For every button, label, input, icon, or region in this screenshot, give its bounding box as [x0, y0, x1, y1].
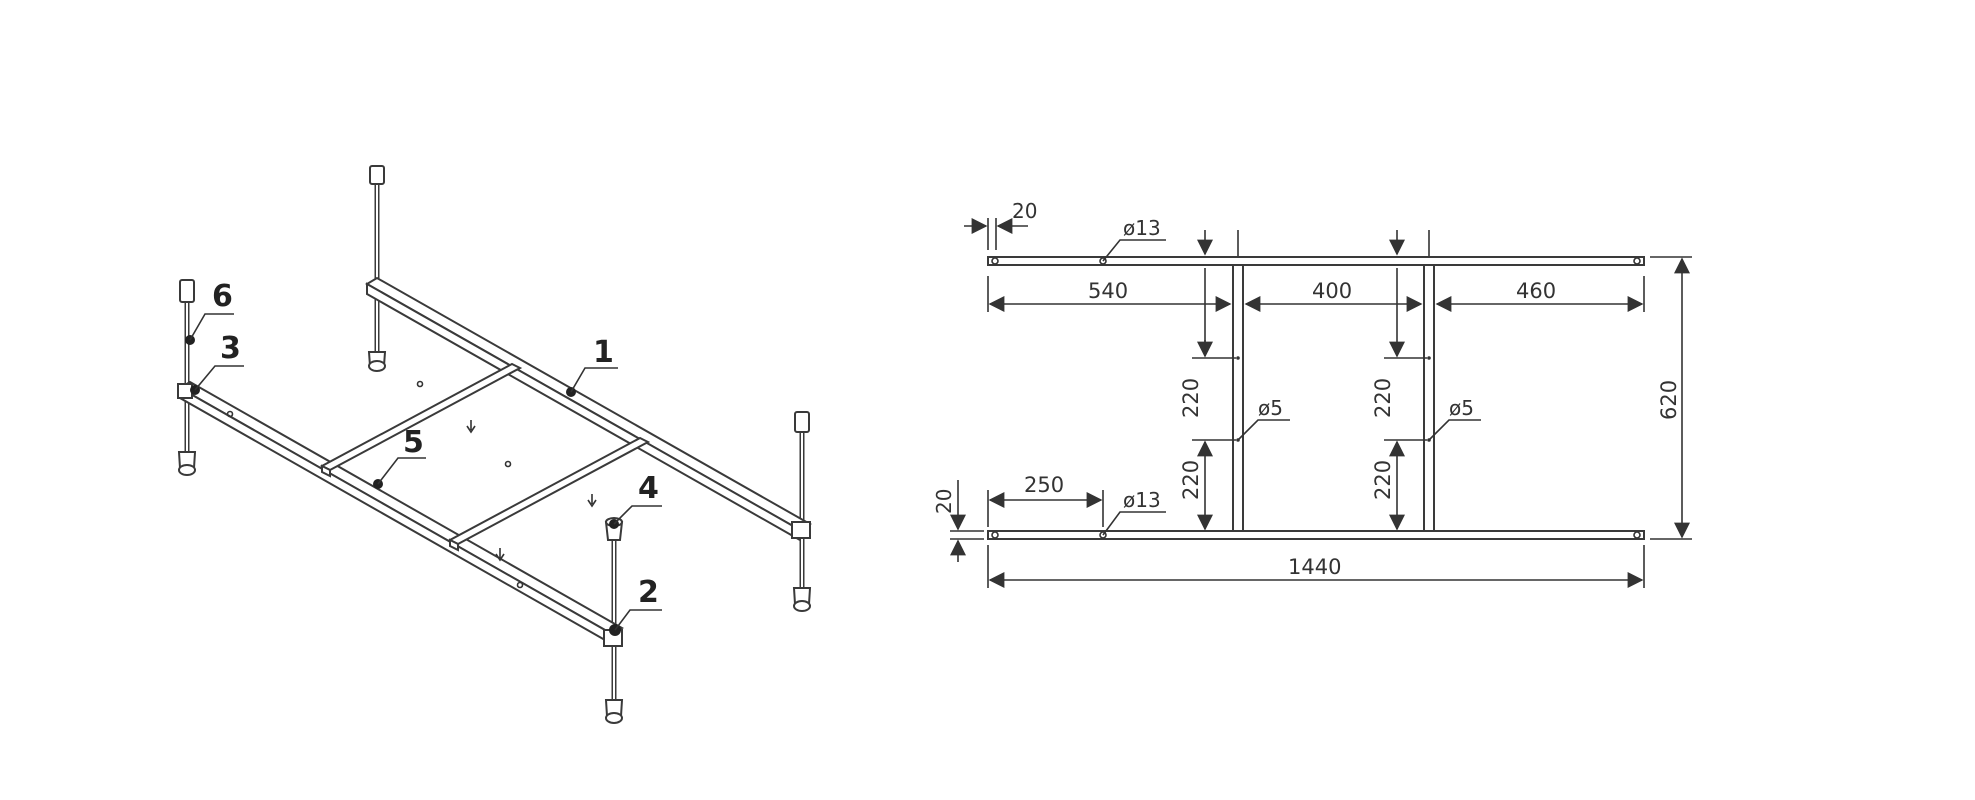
beam-back — [365, 276, 812, 542]
crossbar-left — [319, 362, 523, 478]
dim-total-length: 1440 — [1288, 555, 1341, 579]
dim-left-upper-220: 220 — [1179, 378, 1203, 418]
dim-edge-offset-top: 20 — [1012, 199, 1037, 223]
callout-1: 1 — [593, 335, 614, 370]
leg-back-right — [792, 411, 812, 612]
callout-4: 4 — [638, 471, 659, 506]
dim-seg-left: 540 — [1088, 279, 1128, 303]
dim-left-lower-220: 220 — [1179, 460, 1203, 500]
leader-lines — [189, 313, 662, 631]
dim-hole-right-crossbar: ø5 — [1449, 396, 1474, 420]
callout-3: 3 — [220, 331, 241, 366]
dimension-lines — [950, 218, 1692, 588]
leg-back-left — [367, 165, 387, 372]
beam-front — [177, 380, 624, 647]
dim-seg-right: 460 — [1516, 279, 1556, 303]
callout-5: 5 — [403, 425, 424, 460]
dim-total-height: 620 — [1657, 380, 1681, 420]
rail-top — [987, 256, 1645, 266]
dim-seg-middle: 400 — [1312, 279, 1352, 303]
leg-front-left — [177, 279, 197, 476]
dim-edge-offset-side: 20 — [932, 489, 956, 514]
plan-crossbar-left — [1232, 264, 1244, 532]
crossbar-right — [447, 436, 651, 552]
dim-hole-bottom: ø13 — [1123, 488, 1161, 512]
dim-hole-top: ø13 — [1123, 216, 1161, 240]
screw-marks — [226, 380, 597, 589]
plan-crossbar-right — [1423, 264, 1435, 532]
isometric-view: 1 2 3 4 5 6 — [177, 165, 812, 724]
dim-right-upper-220: 220 — [1371, 378, 1395, 418]
plan-view: 20 ø13 540 400 460 220 220 220 220 ø5 ø5… — [932, 199, 1692, 588]
callout-2: 2 — [638, 575, 659, 610]
callout-6: 6 — [212, 279, 233, 314]
dim-right-lower-220: 220 — [1371, 460, 1395, 500]
rail-bottom — [987, 530, 1645, 540]
dim-hole-left-crossbar: ø5 — [1258, 396, 1283, 420]
dim-foot-offset: 250 — [1024, 473, 1064, 497]
